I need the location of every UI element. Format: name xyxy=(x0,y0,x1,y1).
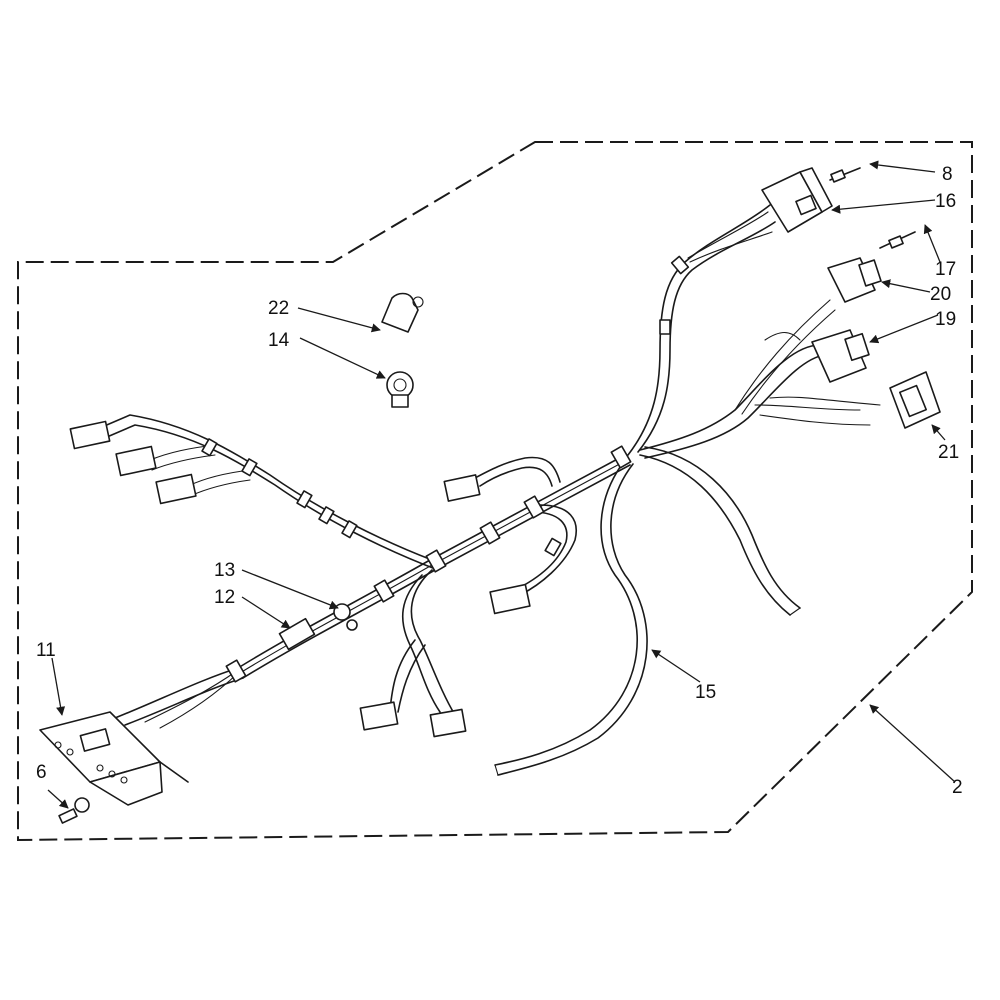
leader-12 xyxy=(241,596,291,629)
upper-center-branch xyxy=(474,456,561,487)
callout-11: 11 xyxy=(36,640,56,661)
leader-14 xyxy=(299,337,386,379)
callout-17: 17 xyxy=(935,259,956,280)
left-branch xyxy=(94,414,439,571)
connector-left-1 xyxy=(69,420,111,450)
callout-2: 2 xyxy=(952,777,963,798)
connector-20 xyxy=(827,257,882,303)
callout-8: 8 xyxy=(942,164,953,185)
wire-15 xyxy=(494,459,648,776)
right-drooping-wire xyxy=(639,446,801,616)
connector-center-top xyxy=(443,474,481,502)
terminal-8 xyxy=(829,167,861,183)
leader-17 xyxy=(923,224,941,263)
right-branch-group xyxy=(639,299,881,459)
connector-block-11 xyxy=(39,711,189,806)
center-lower-branch xyxy=(514,504,577,596)
leader-16 xyxy=(831,199,936,214)
leader-2 xyxy=(869,704,956,783)
callout-20: 20 xyxy=(930,284,951,305)
connector-bottom-1 xyxy=(359,701,399,731)
callout-14: 14 xyxy=(268,330,290,351)
upper-right-branch xyxy=(627,204,776,456)
ring-14 xyxy=(386,371,414,408)
connector-21 xyxy=(889,371,941,429)
connector-19 xyxy=(811,329,870,383)
connector-left-2 xyxy=(115,445,157,477)
leader-11 xyxy=(51,657,66,716)
leader-20 xyxy=(881,279,931,293)
assembly-boundary xyxy=(17,141,973,842)
callout-19: 19 xyxy=(935,309,956,330)
leader-13 xyxy=(241,569,339,610)
terminal-17 xyxy=(879,231,916,249)
lower-left-bundle xyxy=(114,445,632,729)
connector-center-lower xyxy=(489,583,531,615)
connector-16 xyxy=(761,167,833,233)
leader-8 xyxy=(869,160,936,173)
leader-19 xyxy=(869,314,939,344)
clip-22 xyxy=(381,292,424,333)
leader-6 xyxy=(47,789,69,809)
callout-13: 13 xyxy=(214,560,235,581)
connector-left-3 xyxy=(155,473,197,505)
terminal-6 xyxy=(58,797,90,824)
callout-12: 12 xyxy=(214,587,235,608)
callout-15: 15 xyxy=(695,682,716,703)
bottom-branch xyxy=(389,569,456,716)
leader-22 xyxy=(297,307,381,333)
leader-15 xyxy=(651,649,701,683)
callout-22: 22 xyxy=(268,298,289,319)
leader-21 xyxy=(931,424,946,441)
callout-21: 21 xyxy=(938,442,959,463)
connector-bottom-2 xyxy=(429,708,467,738)
callout-6: 6 xyxy=(36,762,47,783)
callout-16: 16 xyxy=(935,191,956,212)
